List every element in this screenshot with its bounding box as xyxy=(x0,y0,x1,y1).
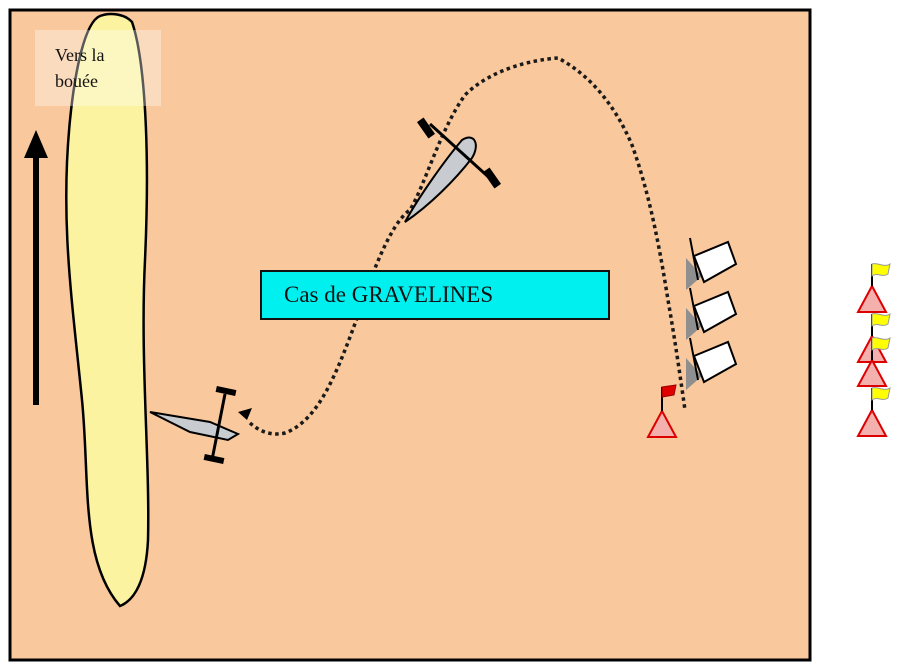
case-title: Cas de GRAVELINES xyxy=(284,282,494,307)
sail-icon xyxy=(686,287,738,340)
triangle-buoy-icon xyxy=(856,386,891,437)
triangle-buoy-icon xyxy=(856,336,891,387)
island-shape xyxy=(65,12,150,608)
triangle-buoy-icon xyxy=(646,384,678,438)
buoy-note-line2: bouée xyxy=(55,71,98,91)
track-arrowhead xyxy=(238,408,252,420)
triangle-buoy-icon xyxy=(856,262,891,313)
case-title-box: Cas de GRAVELINES xyxy=(260,270,610,320)
sail-icon xyxy=(686,337,738,390)
windsurf-board-icon xyxy=(404,117,502,223)
windsurf-board-icon xyxy=(149,385,241,465)
buoy-note-line1: Vers la xyxy=(55,45,105,65)
sail-icon xyxy=(686,237,738,290)
buoy-direction-note: Vers la bouée xyxy=(35,30,161,106)
up-arrow-icon xyxy=(24,130,48,405)
